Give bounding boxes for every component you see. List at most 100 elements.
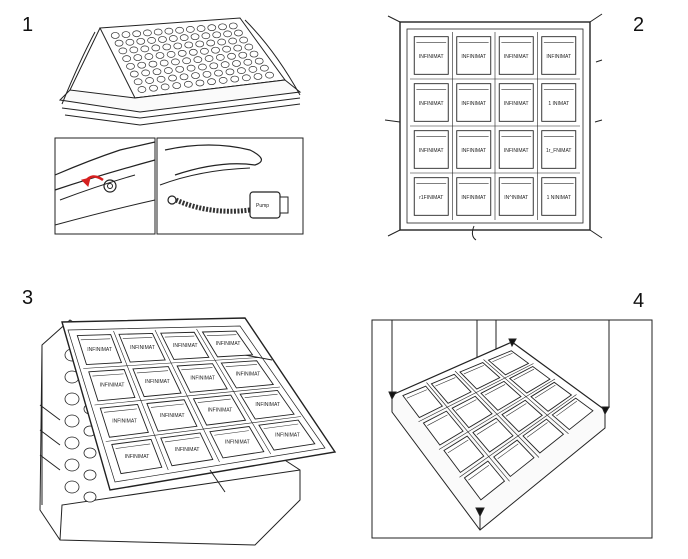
grid-divider [438,378,556,450]
pad-dot [218,77,228,84]
pouch-label: INFINIMAT [175,447,200,453]
pouch: INFINIMAT [498,83,534,122]
pad-dot [125,38,135,46]
pump-detail-box: Pump [156,137,304,235]
pad-dot [188,48,198,56]
pouch: INFINIMAT [76,334,123,366]
air-cell [83,491,97,503]
pad-dot [248,66,258,73]
air-cell [64,458,80,472]
pouch [472,417,514,453]
step-number-1: 1 [22,14,34,36]
pad-dot [145,77,154,84]
pouch [451,395,493,429]
pad-dot [244,43,254,51]
pouch [551,397,594,431]
pad-dot [243,58,253,66]
pad-dot [193,56,203,63]
pad-dot [253,73,263,80]
grid-divider [483,359,569,434]
pad-dot [207,24,217,32]
pouch-label: 1 NINIMAT [547,195,571,201]
pouch-label: INFINIMAT [461,101,486,107]
pad-dot [140,45,150,53]
pouch [493,439,535,478]
pad-dot [132,30,142,38]
pouch: INFINIMAT [209,426,265,459]
pad-dot [232,60,241,67]
pad-dot [160,83,170,91]
air-cell [64,480,80,494]
pad-dot [133,54,143,61]
pad-dot [136,37,146,45]
pad-dot [168,35,178,42]
pouch-label: INFINIMAT [419,54,444,60]
pouch: IN^INIMAT [498,177,534,216]
pad-dot [207,78,216,86]
valve-icon [103,179,117,193]
pad-dot [149,84,158,92]
pad-dot [211,46,220,54]
pad-dot [177,49,187,57]
step-number-4: 4 [633,290,645,312]
pouch: 1 NINIMAT [541,177,577,216]
pouch [459,362,501,390]
air-cell [64,392,80,406]
pouch-label: INFINIMAT [461,54,486,60]
pouch [463,460,506,501]
pad-dot [185,26,195,33]
pouch: INFINIMAT [541,36,577,75]
pad-dot [114,39,124,47]
pouch-label: INFINIMAT [546,54,571,60]
pad-dot [223,30,232,38]
pouch-label: INFINIMAT [130,345,155,351]
corner-marker-icon [388,391,397,401]
pad-dot [179,34,189,41]
step-number-2: 2 [633,14,645,36]
pad-dot [209,62,219,70]
pad-dot [148,60,158,68]
pouch-label: INFINIMAT [145,379,170,385]
pad-dot [164,27,174,35]
pad-dot [228,37,238,45]
pad-dot [143,29,152,37]
pad-dot [175,65,185,73]
pouch-label: INFINIMAT [225,440,250,446]
pad-dot [110,32,120,39]
pad-dot [242,74,251,82]
pouch: INFINIMAT [413,83,449,122]
pad-dot [179,73,189,81]
pouch-label: INFINIMAT [504,54,529,60]
pouch [530,381,573,412]
pad-dot [141,69,151,77]
pad-dot [164,67,173,74]
air-cell [83,447,97,459]
pad-dot [118,47,128,55]
pouch-label: INFINIMAT [190,375,215,381]
pouch [508,366,551,394]
pouch-label: INFINIMAT [160,413,185,419]
pouch: 1 INIMAT [541,83,577,122]
pad-dot [147,37,156,44]
pouch: INFINIMAT [456,130,492,169]
pouch [480,380,522,411]
pad-dot [225,68,235,76]
pad-dot [137,86,147,93]
pad-dot [214,69,223,77]
pad-dot [230,75,240,83]
pad-dot [173,42,183,50]
air-cell [83,469,97,481]
pad-dot [202,70,212,78]
pouch: INFINIMAT [201,330,254,358]
pad-dot [217,38,227,46]
pad-dot [249,50,259,58]
pouch: INFINIMAT [498,130,534,169]
pouch: INFINIMAT [456,83,492,122]
pouch-label: r1FINIMAT [419,195,443,201]
pouch: INFINIMAT [160,331,210,360]
pad-dot [196,25,206,32]
